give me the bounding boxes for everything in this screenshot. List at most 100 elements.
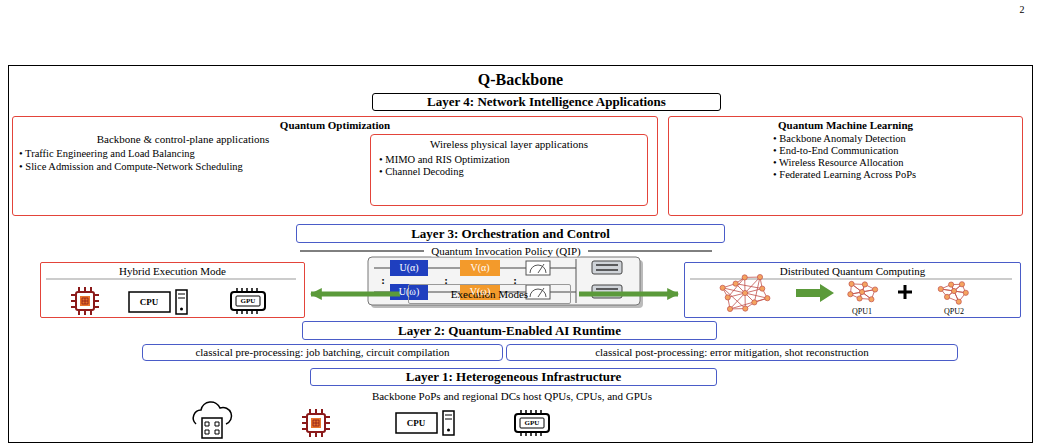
bullet-item: • MIMO and RIS Optimization: [379, 153, 510, 166]
node-heading: Layer 3: Orchestration and Control: [297, 225, 724, 242]
cpu-icon: [129, 290, 187, 314]
qpu-icon: [71, 287, 99, 315]
plus-symbol: [898, 285, 912, 299]
policy-rule: [300, 251, 424, 252]
graph-link: [723, 288, 746, 309]
flow-arrow: [311, 292, 400, 297]
quantum-circuit: [368, 257, 640, 305]
ellipsis-mark: :: [444, 275, 448, 286]
qubit-node: [733, 281, 738, 286]
qubit-node: [859, 289, 864, 294]
graph-link: [745, 277, 760, 293]
icon-label: CPU: [140, 298, 159, 307]
node-heading: Wireless physical layer applications: [371, 138, 647, 151]
qubit-node: [949, 282, 954, 287]
group-box: Wireless physical layer applications • MI…: [12, 116, 658, 216]
gpu-icon: [231, 288, 265, 314]
icon-label: GPU: [525, 420, 540, 427]
measurement-symbol: [538, 264, 544, 273]
group-box: Quantum Machine Learning• Backbone Anoma…: [668, 116, 1023, 216]
policy-label: Quantum Invocation Policy (QIP): [431, 246, 580, 257]
server-symbol: [596, 265, 618, 270]
qubit-node: [944, 294, 949, 299]
qubit-node: [742, 290, 747, 295]
qubit-node: [752, 300, 757, 305]
process-box: classical pre-processing: job batching, …: [142, 344, 503, 361]
bullet-item: • Traffic Engineering and Load Balancing: [19, 147, 195, 160]
qubit-node: [725, 295, 730, 300]
gate-label: U(ω): [399, 287, 419, 297]
layer-band: Layer 4: Network Intelligence Applicatio…: [372, 93, 721, 111]
qubit-node: [765, 296, 770, 301]
measurement-symbol: [538, 288, 544, 297]
qubit-node: [959, 282, 964, 287]
layer-band: Layer 3: Orchestration and Control: [296, 224, 725, 243]
node-heading: Layer 4: Network Intelligence Applicatio…: [373, 94, 720, 110]
qubit-node: [720, 285, 725, 290]
node-heading: Layer 2: Quantum-Enabled AI Runtime: [303, 322, 716, 339]
qubit-node: [857, 296, 862, 301]
qubit-node: [727, 306, 732, 311]
layer-band: Layer 1: Heterogeneous Infrastructure: [310, 368, 717, 386]
qpu-label: QPU2: [944, 308, 964, 316]
infrastructure-note: Backbone PoPs and regional DCs host QPUs…: [372, 391, 652, 402]
split-arrow: [796, 284, 834, 302]
measurement-symbol: [530, 289, 546, 297]
datacenter-icon: [193, 402, 231, 438]
datacenter-icon: [202, 418, 222, 438]
qubit-node: [757, 274, 762, 279]
qubit-graph: [720, 274, 770, 311]
ellipsis-mark: :: [513, 275, 517, 286]
qubit-node: [742, 275, 747, 280]
gate-label: V(α): [470, 263, 489, 273]
node-heading: Layer 1: Heterogeneous Infrastructure: [311, 369, 716, 385]
node-subheading: Backbone & control-plane applications: [13, 133, 353, 146]
measurement-symbol: [526, 261, 550, 275]
bullet-item: • Channel Decoding: [379, 165, 464, 178]
quantum-circuit: [368, 257, 643, 308]
qubit-graph: [723, 277, 768, 309]
graph-link: [850, 290, 875, 295]
node-heading: Distributed Quantum Computing: [685, 265, 1020, 278]
qpu-label: QPU1: [852, 308, 872, 316]
quantum-circuit: [460, 260, 500, 276]
cpu-icon: [396, 411, 454, 435]
measurement-symbol: [530, 265, 546, 273]
node-heading: Quantum Machine Learning: [669, 119, 1022, 132]
bullet-item: • End-to-End Communication: [773, 144, 899, 157]
qubit-node: [869, 297, 874, 302]
qubit-node: [872, 287, 877, 292]
gpu-icon: [515, 410, 549, 436]
qubit-node: [956, 299, 961, 304]
mode-box: Hybrid Execution Mode: [40, 262, 305, 318]
qubit-node: [951, 288, 956, 293]
icon-label: CPU: [407, 419, 426, 428]
graph-link: [728, 277, 745, 297]
bullet-item: • Wireless Resource Allocation: [773, 156, 904, 169]
qpu-icon: [302, 409, 330, 437]
group-box: Wireless physical layer applications • MI…: [370, 134, 648, 206]
bullet-item: • Backbone Anomaly Detection: [773, 132, 906, 145]
process-box: classical post-processing: error mitigat…: [506, 344, 958, 361]
page-number: 2: [1020, 5, 1025, 15]
qubit-node: [862, 282, 867, 287]
qubit-node: [743, 306, 748, 311]
node-heading: Q-Backbone: [9, 71, 1032, 89]
quantum-circuit: [390, 260, 428, 276]
bullet-item: • Federated Learning Across PoPs: [773, 168, 916, 181]
gate-label: V(ω): [470, 287, 490, 297]
node-heading: classical pre-processing: job batching, …: [143, 345, 502, 360]
qubit-node: [760, 286, 765, 291]
graph-link: [941, 289, 966, 293]
qubit-node: [849, 281, 854, 286]
graph-link: [730, 293, 745, 309]
qubit-graph: [938, 282, 968, 305]
layer-band: Layer 2: Quantum-Enabled AI Runtime: [302, 321, 717, 340]
qubit-node: [963, 290, 968, 295]
graph-link: [723, 288, 745, 293]
server-symbol: [592, 261, 622, 274]
node-heading: classical post-processing: error mitigat…: [507, 345, 957, 360]
qubit-node: [848, 292, 853, 297]
qubit-node: [938, 286, 943, 291]
